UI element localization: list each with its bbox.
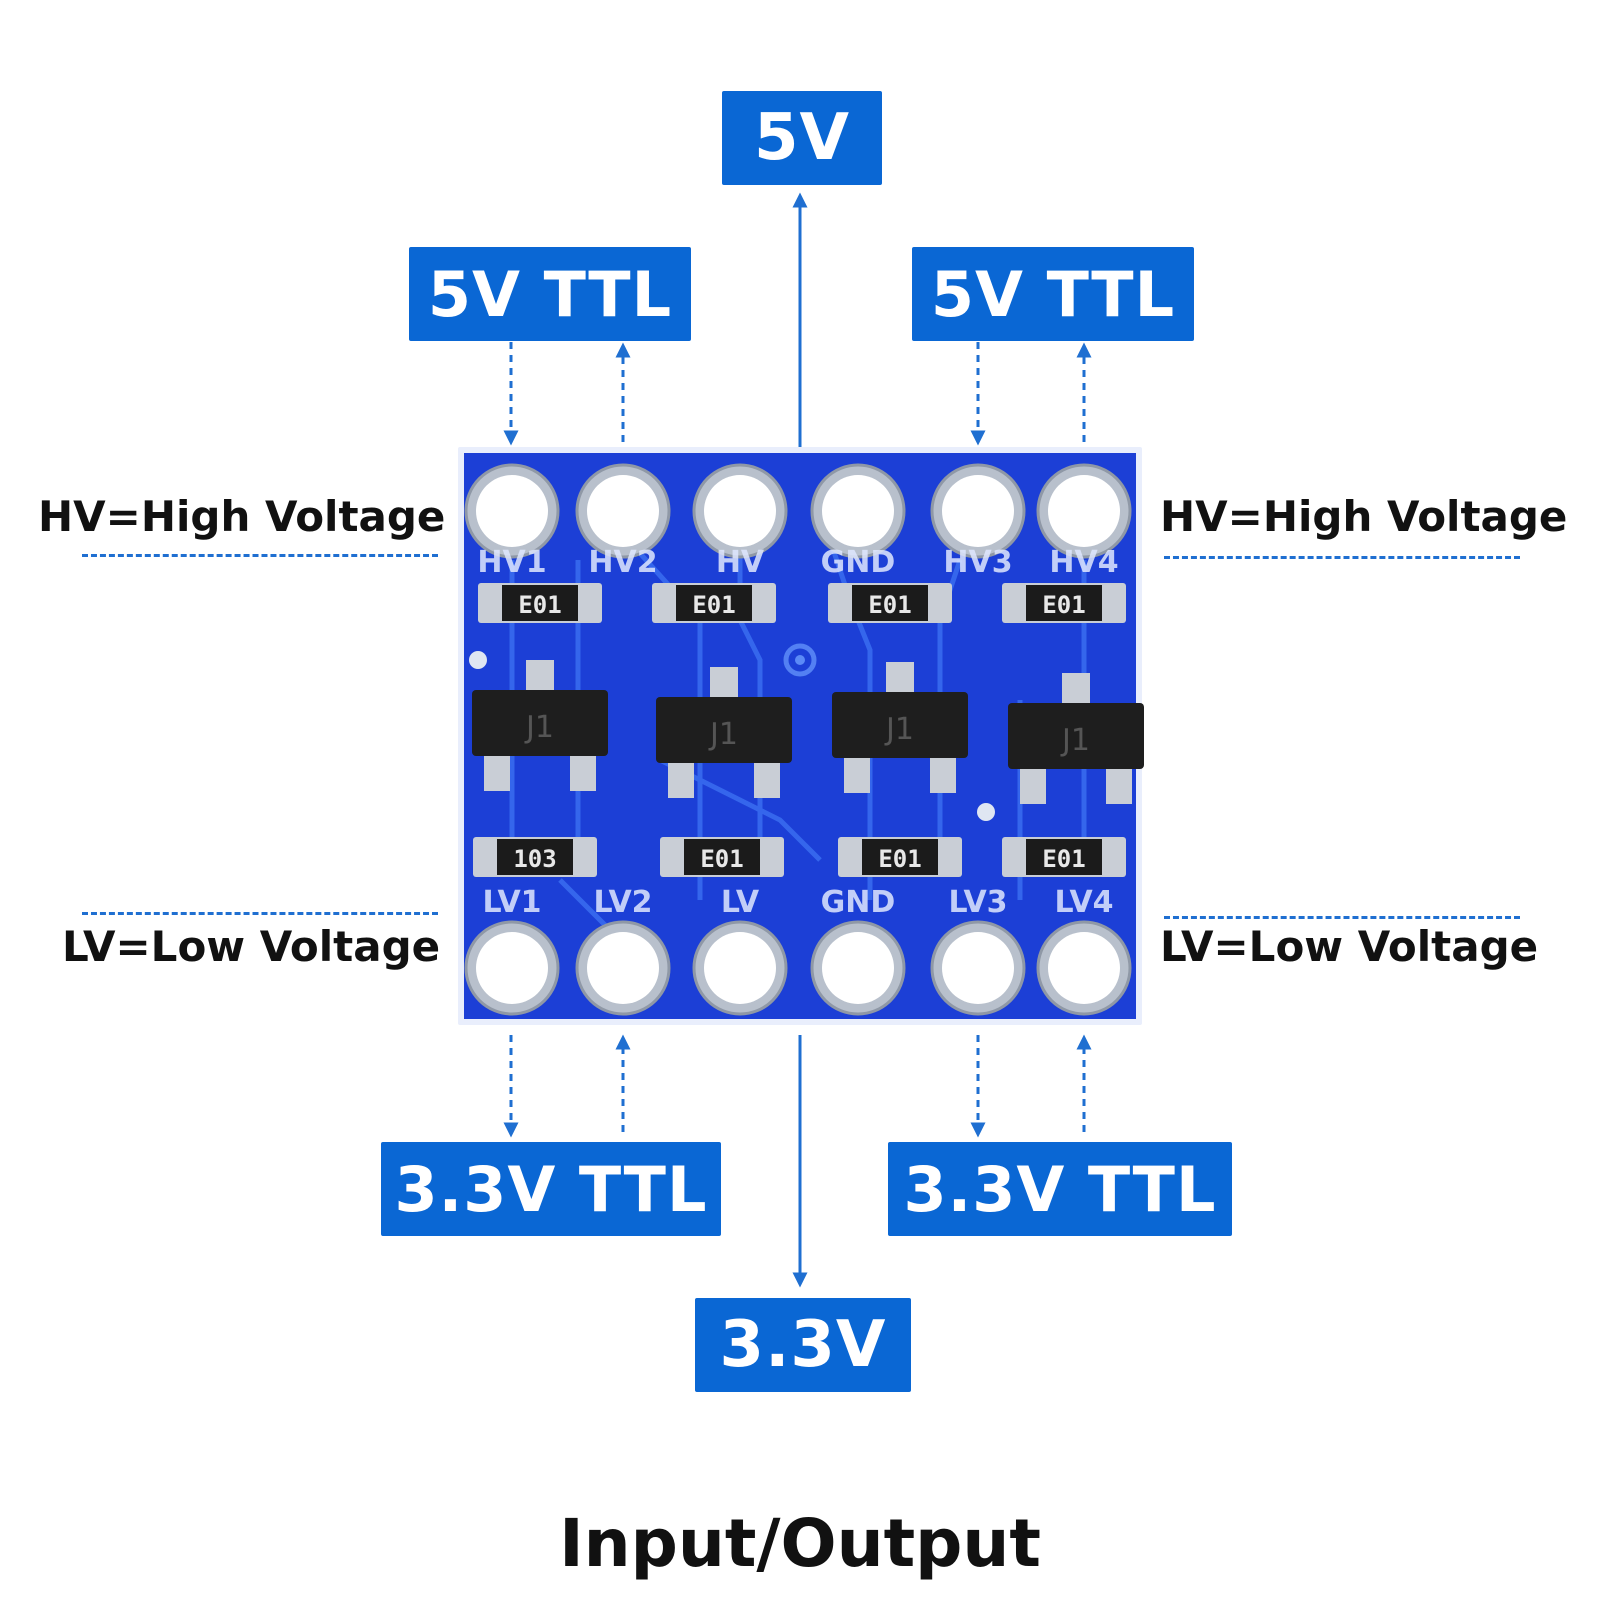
resistor-bottom-3: E01	[1002, 837, 1126, 877]
pad-top-1	[575, 463, 671, 559]
resistor-top-1-code: E01	[692, 591, 735, 619]
dash-lv-right	[1164, 916, 1520, 919]
resistor-bottom-1-code: E01	[700, 845, 743, 873]
pad-bottom-0	[464, 920, 560, 1016]
resistor-top-3-code: E01	[1042, 591, 1085, 619]
box-3v3: 3.3V	[695, 1298, 911, 1392]
silk-top-1: HV2	[588, 545, 657, 580]
label-hv-right: HV=High Voltage	[1160, 492, 1568, 541]
transistor-0: J1	[472, 660, 608, 791]
pad-top-4	[930, 463, 1026, 559]
silk-top-2: HV	[716, 545, 765, 580]
transistor-2-marking: J1	[884, 712, 914, 747]
resistor-bottom-2: E01	[838, 837, 962, 877]
pad-bottom-3	[810, 920, 906, 1016]
label-lv-left: LV=Low Voltage	[62, 922, 441, 971]
transistor-0-marking: J1	[524, 710, 554, 745]
pad-top-3	[810, 463, 906, 559]
transistor-2: J1	[832, 662, 968, 793]
silk-bottom-1: LV2	[593, 885, 652, 920]
caption-input-output: Input/Output	[559, 1505, 1041, 1582]
pad-bottom-5	[1036, 920, 1132, 1016]
resistor-bottom-0-code: 103	[513, 845, 556, 873]
silk-top-0: HV1	[477, 545, 546, 580]
box-5v-ttl-left: 5V TTL	[409, 247, 691, 341]
resistor-top-2: E01	[828, 583, 952, 623]
resistor-bottom-0: 103	[473, 837, 597, 877]
resistor-bottom-3-code: E01	[1042, 845, 1085, 873]
dash-lv-left	[82, 912, 438, 915]
transistor-3: J1	[1008, 673, 1144, 804]
pad-bottom-4	[930, 920, 1026, 1016]
resistor-top-1: E01	[652, 583, 776, 623]
box-5v-ttl-right: 5V TTL	[912, 247, 1194, 341]
pad-top-2	[692, 463, 788, 559]
resistor-top-2-code: E01	[868, 591, 911, 619]
silk-top-4: HV3	[943, 545, 1012, 580]
transistor-1: J1	[656, 667, 792, 798]
silk-top-5: HV4	[1049, 545, 1118, 580]
label-hv-left: HV=High Voltage	[38, 492, 446, 541]
silk-top-3: GND	[821, 545, 896, 580]
box-3v3-ttl-left: 3.3V TTL	[381, 1142, 721, 1236]
silk-bottom-2: LV	[721, 885, 760, 920]
pad-top-5	[1036, 463, 1132, 559]
resistor-top-3: E01	[1002, 583, 1126, 623]
pad-bottom-2	[692, 920, 788, 1016]
dash-hv-right	[1164, 556, 1520, 559]
resistor-top-0: E01	[478, 583, 602, 623]
resistor-bottom-1: E01	[660, 837, 784, 877]
box-3v3-ttl-right: 3.3V TTL	[888, 1142, 1232, 1236]
pad-bottom-1	[575, 920, 671, 1016]
box-5v: 5V	[722, 91, 882, 185]
silk-bottom-4: LV3	[948, 885, 1007, 920]
pad-top-0	[464, 463, 560, 559]
resistor-top-0-code: E01	[518, 591, 561, 619]
transistor-3-marking: J1	[1060, 723, 1090, 758]
dash-hv-left	[82, 554, 438, 557]
silk-bottom-3: GND	[821, 885, 896, 920]
silk-bottom-0: LV1	[482, 885, 541, 920]
resistor-bottom-2-code: E01	[878, 845, 921, 873]
silk-bottom-5: LV4	[1054, 885, 1113, 920]
label-lv-right: LV=Low Voltage	[1160, 922, 1539, 971]
transistor-1-marking: J1	[708, 717, 738, 752]
